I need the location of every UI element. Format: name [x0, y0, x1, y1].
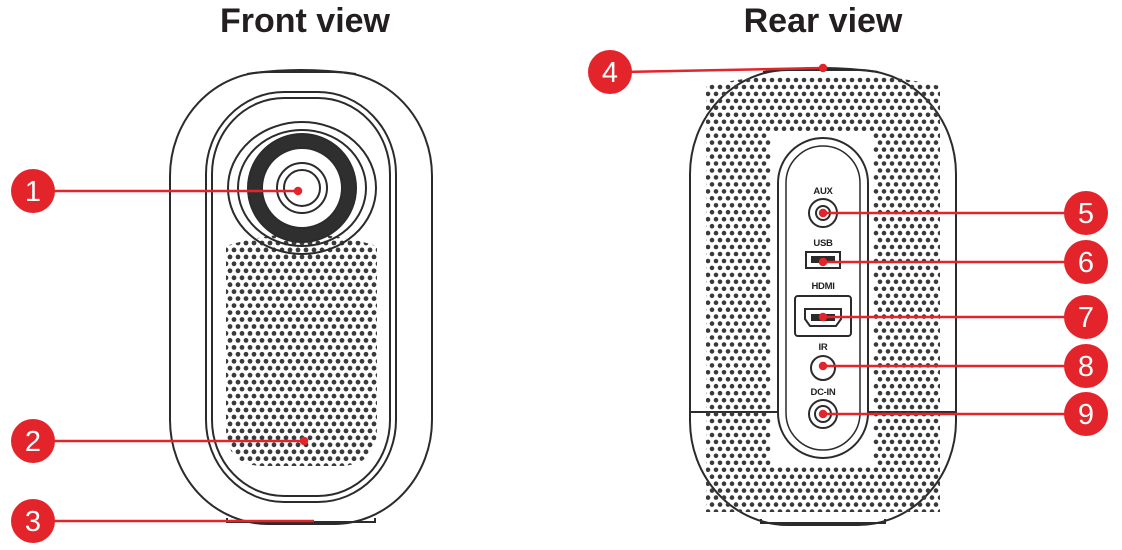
callout-9: 9 — [1064, 392, 1108, 436]
callout-6: 6 — [1064, 240, 1108, 284]
rear-grille — [706, 77, 940, 512]
callout-leaders — [47, 63, 1068, 523]
callout-4: 4 — [588, 50, 632, 94]
ir-sensor — [810, 355, 836, 381]
callout-7: 7 — [1064, 295, 1108, 339]
svg-text:8: 8 — [1078, 351, 1094, 383]
svg-text:5: 5 — [1078, 198, 1094, 230]
svg-text:7: 7 — [1078, 302, 1094, 334]
callout-8: 8 — [1064, 344, 1108, 388]
lens-assembly — [227, 121, 377, 255]
callout-5: 5 — [1064, 191, 1108, 235]
dc-in-label: DC-IN — [811, 387, 836, 398]
front-grille — [226, 234, 377, 466]
svg-text:6: 6 — [1078, 247, 1094, 279]
ir-label: IR — [819, 342, 828, 353]
svg-text:4: 4 — [602, 57, 618, 89]
usb-label: USB — [813, 238, 833, 249]
rear-port-panel — [777, 137, 869, 459]
aux-label: AUX — [813, 186, 833, 197]
front-view-title: Front view — [219, 2, 391, 40]
svg-text:2: 2 — [25, 426, 41, 458]
svg-text:1: 1 — [25, 176, 41, 208]
hdmi-label: HDMI — [811, 281, 834, 292]
rear-view-title: Rear view — [743, 2, 903, 40]
svg-text:3: 3 — [25, 506, 41, 538]
callout-3: 3 — [11, 499, 55, 543]
callout-1: 1 — [11, 169, 55, 213]
svg-text:9: 9 — [1078, 399, 1094, 431]
callout-2: 2 — [11, 419, 55, 463]
